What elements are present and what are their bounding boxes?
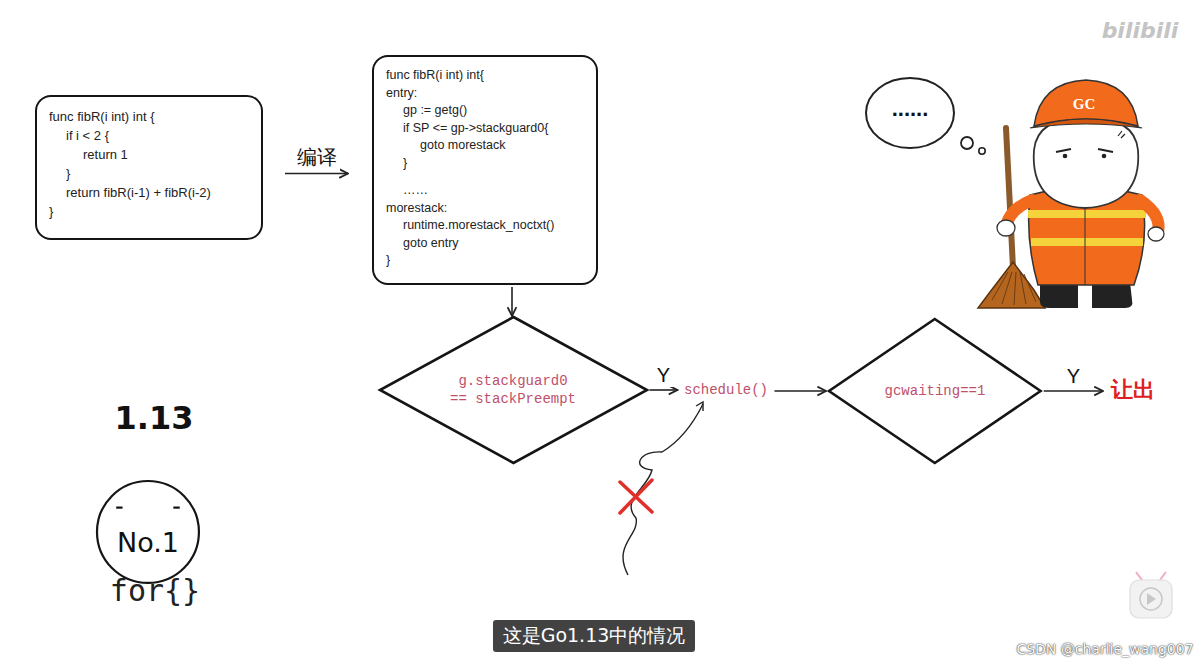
code-line: if i < 2 { <box>49 126 109 145</box>
code-line: runtime.morestack_noctxt() <box>386 217 554 235</box>
node-text: 让出 <box>1111 375 1155 405</box>
flow-arrow <box>511 287 513 316</box>
node-text: No.1 <box>117 505 179 558</box>
hat-label: GC <box>1073 96 1096 113</box>
thought-bubble: ...... <box>864 76 956 150</box>
eye <box>173 507 179 509</box>
edge-label: 编译 <box>294 144 340 171</box>
node-text: ...... <box>892 98 929 128</box>
diamond-shape <box>380 317 647 463</box>
watermark: bilibili <box>1102 18 1179 43</box>
code-line: return 1 <box>49 145 128 164</box>
flow-arrow <box>1044 390 1103 392</box>
version-label: 1.13 <box>115 399 194 437</box>
code-line: func fibR(i int) int{ <box>386 67 484 85</box>
rank-badge: No.1 <box>95 479 201 585</box>
diamond-shape <box>829 319 1041 463</box>
code-line: goto morestack <box>386 137 505 155</box>
code-line: } <box>49 202 53 221</box>
blocked-path <box>620 402 703 575</box>
code-line: goto entry <box>386 235 459 253</box>
code-line: if SP <= gp->stackguard0{ <box>386 120 548 138</box>
code-line: func fibR(i int) int { <box>49 107 155 126</box>
edge-label: Y <box>1064 365 1083 388</box>
gc-worker <box>997 80 1164 308</box>
code-line: gp := getg() <box>386 102 467 120</box>
node-text: schedule() <box>684 382 768 398</box>
decision-diamond: g.stackguard0 == stackPreempt <box>378 315 649 465</box>
decision-diamond: gcwaiting==1 <box>827 317 1043 465</box>
compiled-code-box: func fibR(i int) int{entry:gp := getg()i… <box>372 55 598 285</box>
source-code-box: func fibR(i int) int {if i < 2 {return 1… <box>35 95 263 240</box>
flow-arrow <box>650 389 678 391</box>
code-line: …… <box>386 182 428 200</box>
result-text: 让出 <box>1109 374 1157 406</box>
bubble-dot <box>961 137 973 149</box>
code-line: entry: <box>386 85 417 103</box>
watermark: CSDN @charlie_wang007 <box>1016 641 1193 657</box>
flow-arrow <box>285 173 348 175</box>
flow-arrow <box>775 390 827 392</box>
code-line: } <box>386 252 390 270</box>
edge-label: Y <box>654 364 673 387</box>
subtitle-caption: 这是Go1.13中的情况 <box>493 620 696 652</box>
bubble-shape <box>866 78 954 148</box>
process-text: schedule() <box>682 381 771 399</box>
code-line: } <box>386 155 407 173</box>
node-outline <box>378 315 649 465</box>
bubble-dot <box>979 148 985 154</box>
node-text: g.stackguard0 == stackPreempt <box>448 372 578 408</box>
play-button <box>1130 572 1172 618</box>
code-line: morestack: <box>386 200 447 218</box>
code-line: return fibR(i-1) + fibR(i-2) <box>49 183 211 202</box>
eye <box>116 507 122 509</box>
node-text: gcwaiting==1 <box>885 382 986 400</box>
code-line: } <box>49 164 70 183</box>
circle-shape <box>97 481 199 583</box>
loop-label: for{} <box>110 573 200 608</box>
